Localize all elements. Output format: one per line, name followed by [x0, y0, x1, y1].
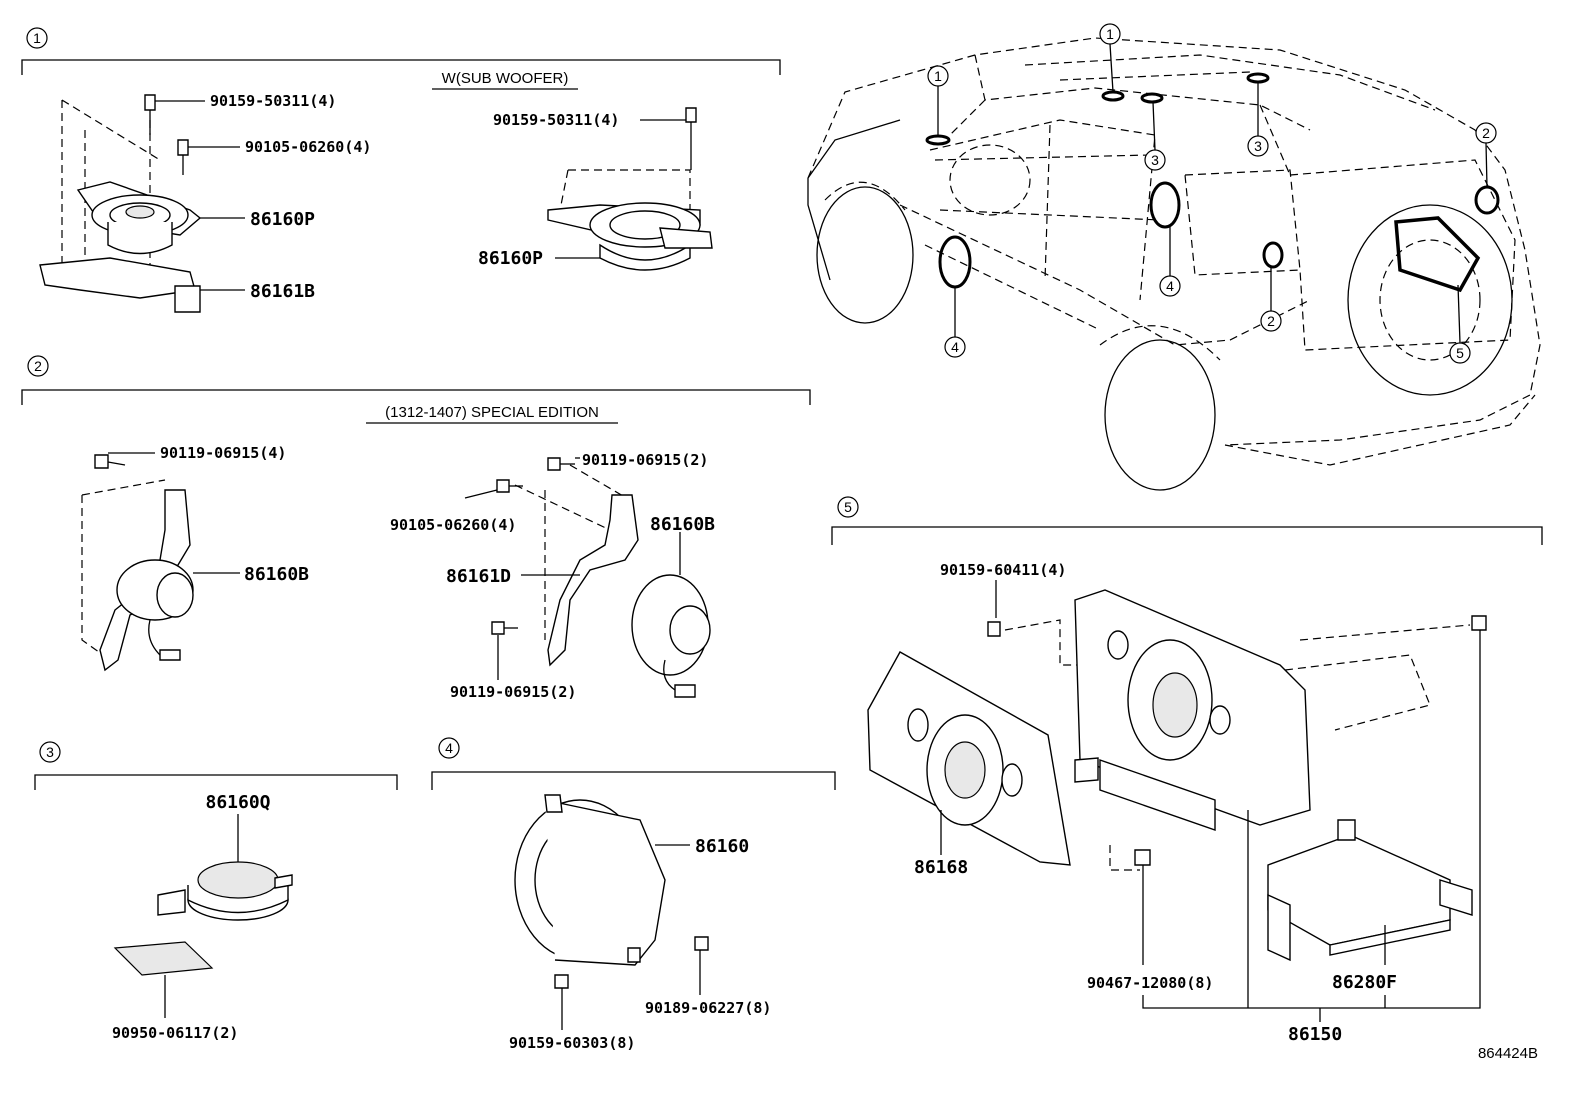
callout-3-a: 3 — [1254, 138, 1262, 154]
label-86280F: 86280F — [1332, 972, 1397, 993]
diagram-id: 864424B — [1478, 1045, 1538, 1062]
label-90105-06260-b: 90105-06260(4) — [390, 516, 516, 534]
vehicle-overview-drawing: 1 1 2 3 3 4 2 4 5 — [807, 23, 1541, 491]
adhesive-tape-drawing — [113, 941, 214, 976]
callout-5: 5 — [1456, 345, 1464, 361]
callout-2-a: 2 — [1482, 125, 1490, 141]
label-86160Q: 86160Q — [205, 792, 270, 813]
section-1-variant: W(SUB WOOFER) — [442, 70, 569, 87]
label-86161D: 86161D — [446, 566, 511, 587]
label-90467-12080: 90467-12080(8) — [1087, 974, 1213, 992]
section-1-number: 1 — [33, 30, 41, 46]
label-90119-06915-b: 90119-06915(2) — [582, 451, 708, 469]
tweeter-speaker-left-drawing — [81, 454, 194, 672]
tweeter-speaker-right-drawing — [491, 457, 711, 698]
section-3: 3 86160Q 90950-06117(2) — [34, 741, 398, 1042]
callout-1-b: 1 — [1106, 26, 1114, 42]
label-90159-50311-a: 90159-50311(4) — [210, 92, 336, 110]
label-86168: 86168 — [914, 857, 968, 878]
section-4-number: 4 — [445, 740, 453, 756]
label-86160P-b: 86160P — [478, 248, 543, 269]
callout-2-b: 2 — [1267, 313, 1275, 329]
label-90105-06260-a: 90105-06260(4) — [245, 138, 371, 156]
label-90159-60411: 90159-60411(4) — [940, 561, 1066, 579]
section-3-number: 3 — [46, 744, 54, 760]
tweeter-unit-drawing — [157, 861, 293, 921]
callout-1-a: 1 — [934, 68, 942, 84]
label-90950-06117: 90950-06117(2) — [112, 1024, 238, 1042]
door-speaker-drawing — [514, 794, 709, 989]
section-5: 5 90159-60411(4) — [831, 496, 1543, 1045]
label-86160P-a: 86160P — [250, 209, 315, 230]
subwoofer-speaker-right-drawing — [547, 107, 713, 271]
label-86160B-a: 86160B — [244, 564, 309, 585]
section-2-number: 2 — [34, 358, 42, 374]
label-86161B: 86161B — [250, 281, 315, 302]
callout-4-b: 4 — [951, 339, 959, 355]
section-2: 2 (1312-1407) SPECIAL EDITION 90119-0691… — [21, 355, 811, 701]
label-90159-50311-b: 90159-50311(4) — [493, 111, 619, 129]
label-90159-60303: 90159-60303(8) — [509, 1034, 635, 1052]
label-86160B-b: 86160B — [650, 514, 715, 535]
label-90119-06915-c: 90119-06915(2) — [450, 683, 576, 701]
label-86150: 86150 — [1288, 1024, 1342, 1045]
section-2-variant: (1312-1407) SPECIAL EDITION — [385, 404, 599, 421]
callout-4-a: 4 — [1166, 278, 1174, 294]
subwoofer-speaker-left-drawing — [39, 94, 202, 313]
section-1: 1 W(SUB WOOFER) 90159-50311(4) 90105-062… — [21, 27, 781, 313]
callout-3-b: 3 — [1151, 152, 1159, 168]
section-5-number: 5 — [844, 499, 852, 515]
label-90119-06915-a: 90119-06915(4) — [160, 444, 286, 462]
rear-speaker-assy-drawing — [867, 589, 1487, 962]
label-86160: 86160 — [695, 836, 749, 857]
section-4: 4 86160 90189-06227(8) 90159-60303(8) — [431, 737, 836, 1052]
label-90189-06227: 90189-06227(8) — [645, 999, 771, 1017]
